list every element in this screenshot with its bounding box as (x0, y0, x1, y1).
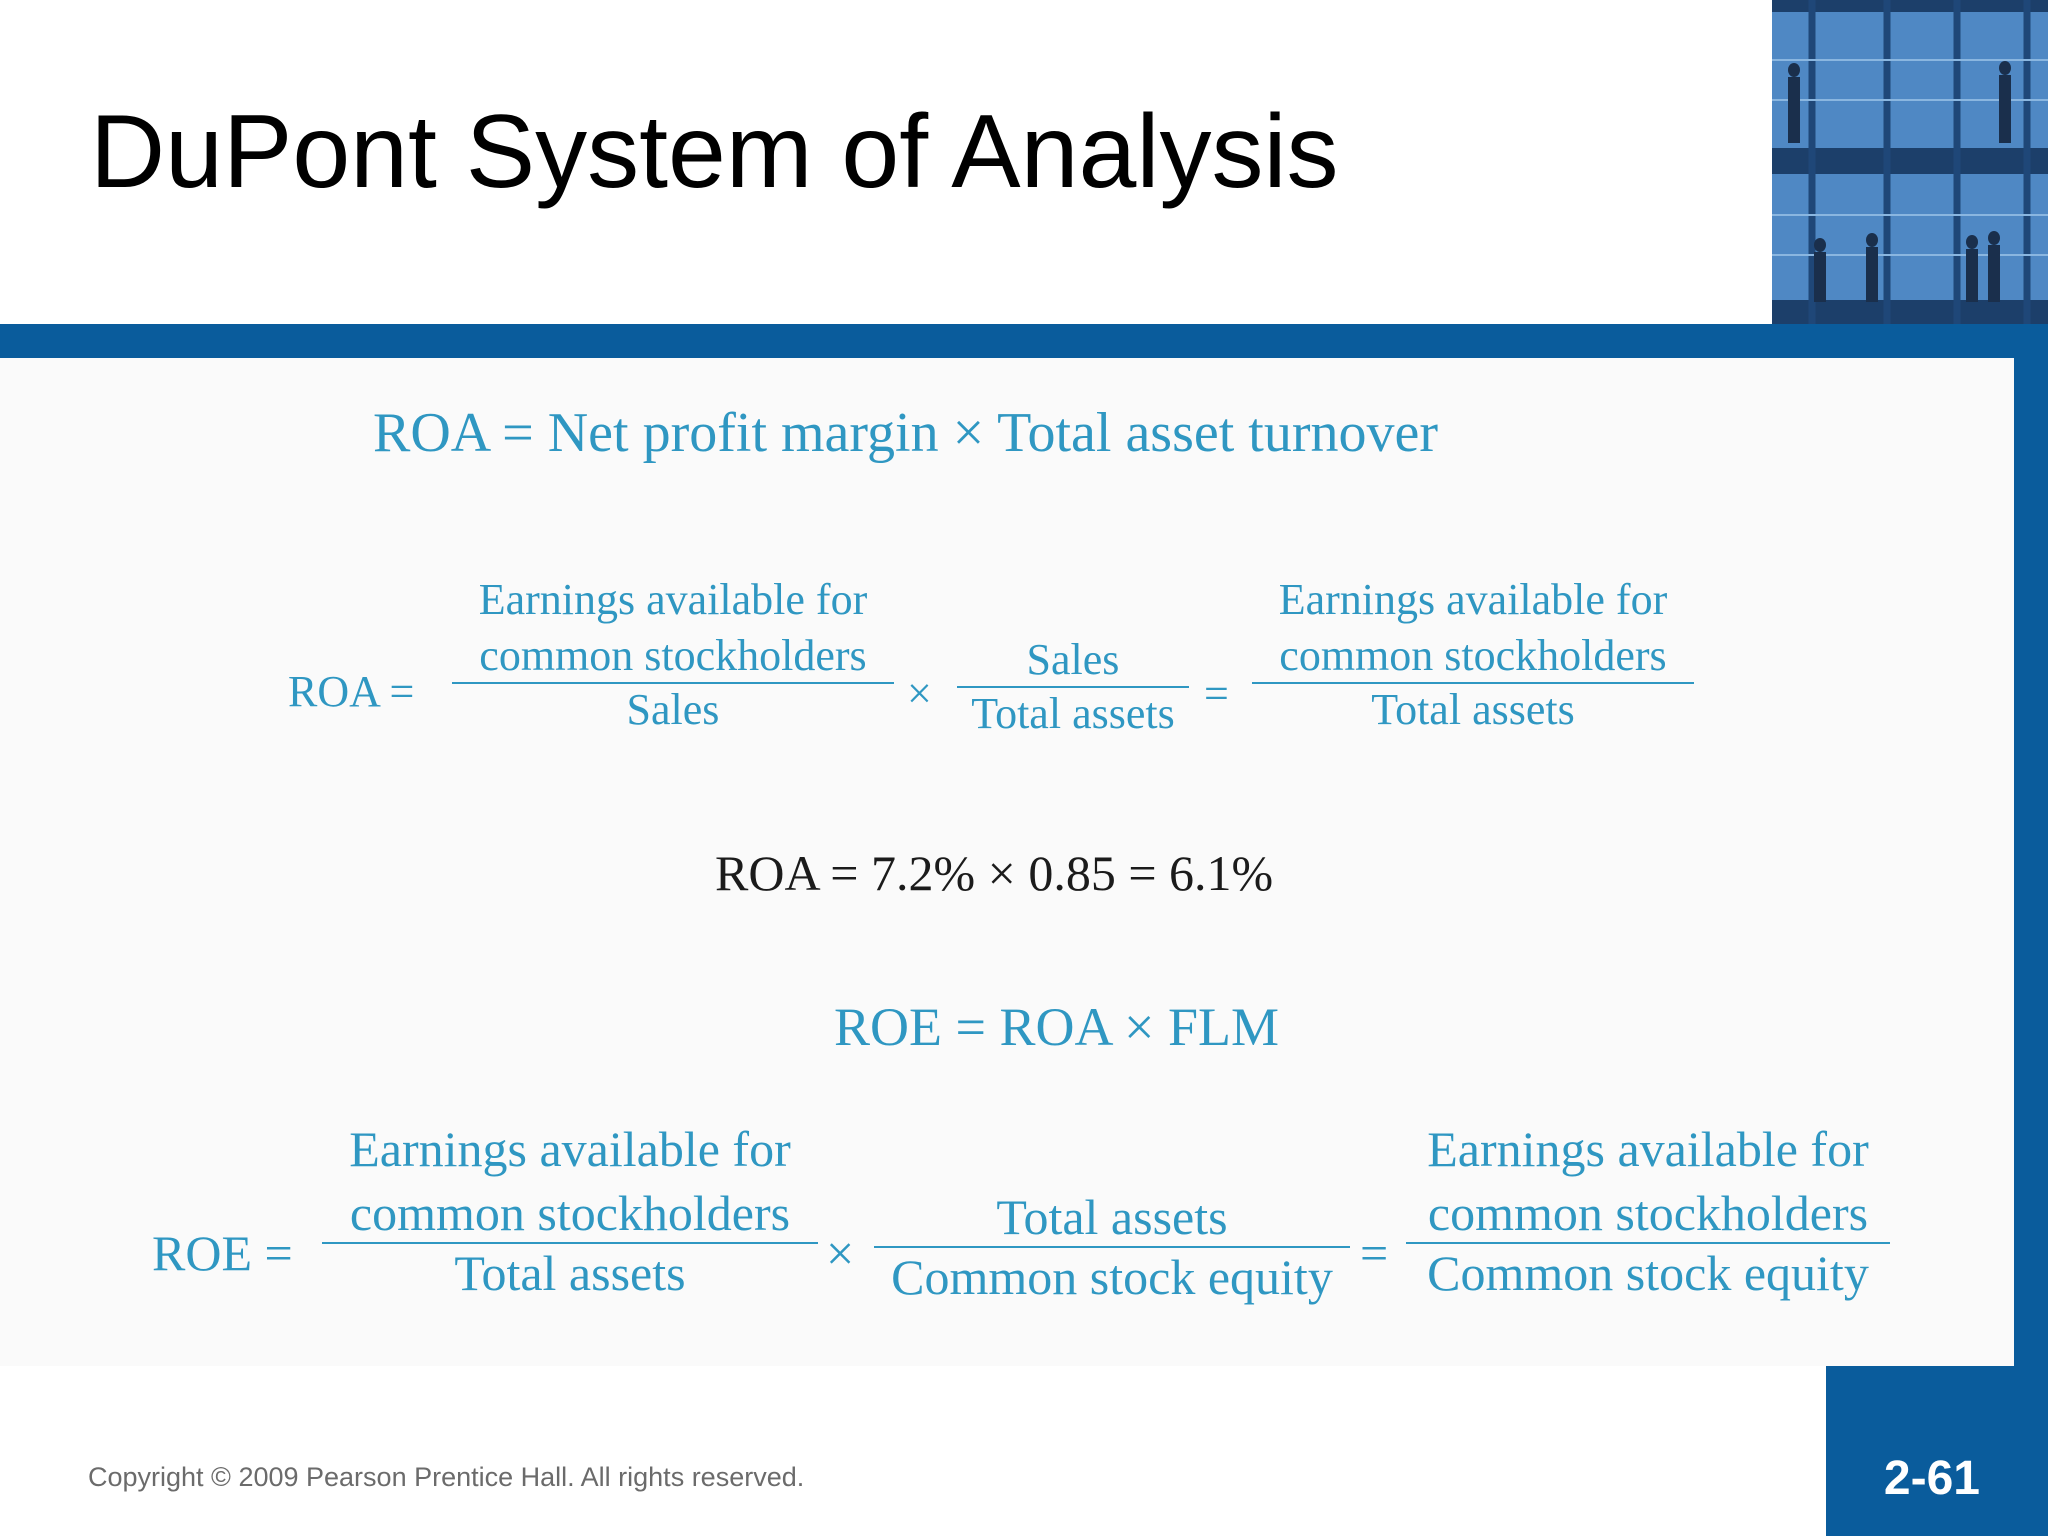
roe-fraction-assets-over-equity: Total assets Common stock equity (874, 1192, 1350, 1302)
page-number: 2-61 (1883, 1452, 1980, 1505)
roe-lhs: ROE = (152, 1225, 293, 1281)
roa-definition-formula: ROA = Net profit margin × Total asset tu… (373, 402, 1439, 464)
slide-title: DuPont System of Analysis (90, 94, 1339, 210)
fraction-bar (1406, 1242, 1890, 1244)
roa-frac2-denominator: Total assets (971, 689, 1175, 738)
roe-fraction-earnings-over-assets: Earnings available for common stockholde… (322, 1124, 818, 1298)
equals-sign: = (1204, 669, 1229, 718)
fraction-bar (957, 686, 1189, 688)
roe-frac1-denominator: Total assets (454, 1245, 686, 1301)
roe-definition-formula: ROE = ROA × FLM (834, 997, 1279, 1057)
fraction-bar (1252, 682, 1694, 684)
page-number-box: 2-61 (1826, 1366, 2014, 1536)
roa-frac1-numerator-line2: common stockholders (479, 631, 867, 680)
roe-frac2-numerator: Total assets (996, 1189, 1228, 1245)
roa-frac2-numerator: Sales (1026, 635, 1120, 684)
multiply-sign: × (826, 1225, 855, 1281)
equals-sign: = (1360, 1225, 1389, 1281)
roa-example-calculation: ROA = 7.2% × 0.85 = 6.1% (715, 845, 1274, 901)
fraction-bar (452, 682, 894, 684)
roa-frac3-denominator: Total assets (1371, 685, 1575, 734)
roa-fraction-earnings-over-assets: Earnings available for common stockholde… (1252, 578, 1694, 732)
copyright-footer: Copyright © 2009 Pearson Prentice Hall. … (88, 1462, 805, 1492)
header-divider-band (0, 324, 2048, 358)
roa-frac1-numerator-line1: Earnings available for (478, 575, 868, 624)
formula-panel (0, 358, 2014, 1366)
multiply-sign: × (907, 669, 932, 718)
roe-frac2-denominator: Common stock equity (891, 1249, 1333, 1305)
roa-fraction-sales-over-assets: Sales Total assets (957, 638, 1189, 736)
roa-frac3-numerator-line2: common stockholders (1279, 631, 1667, 680)
right-edge-band (2014, 324, 2048, 1536)
roa-lhs: ROA = (288, 667, 415, 716)
office-photo (1772, 0, 2048, 324)
roe-frac3-denominator: Common stock equity (1427, 1245, 1869, 1301)
roe-frac3-numerator-line1: Earnings available for (1427, 1121, 1869, 1177)
roe-fraction-earnings-over-equity: Earnings available for common stockholde… (1406, 1124, 1890, 1298)
fraction-bar (874, 1246, 1350, 1248)
fraction-bar (322, 1242, 818, 1244)
roe-frac1-numerator-line1: Earnings available for (349, 1121, 791, 1177)
roe-frac1-numerator-line2: common stockholders (349, 1185, 791, 1241)
roa-frac1-denominator: Sales (626, 685, 720, 734)
roa-frac3-numerator-line1: Earnings available for (1278, 575, 1668, 624)
roe-frac3-numerator-line2: common stockholders (1427, 1185, 1869, 1241)
roa-fraction-earnings-over-sales: Earnings available for common stockholde… (452, 578, 894, 732)
